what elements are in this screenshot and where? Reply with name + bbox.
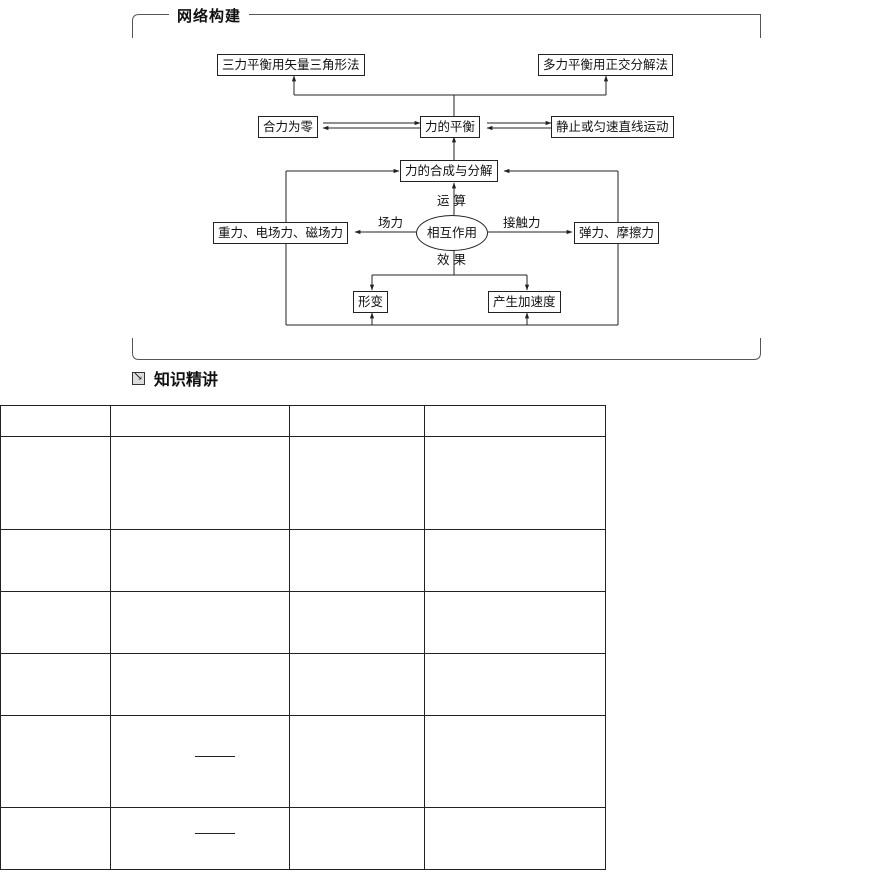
table-cell	[0, 807, 111, 870]
section-arrow-icon	[132, 369, 145, 385]
table-row	[0, 405, 606, 437]
table-cell	[0, 529, 111, 592]
rest-uniform-motion-node: 静止或匀速直线运动	[551, 116, 674, 138]
deformation-node: 形变	[353, 291, 389, 313]
orthogonal-method-node: 多力平衡用正交分解法	[538, 54, 674, 76]
table-row	[0, 529, 606, 592]
frame-border	[132, 14, 761, 360]
contact-force-label: 接触力	[503, 215, 541, 230]
effect-label: 效 果	[437, 252, 466, 267]
table-row	[0, 591, 606, 654]
acceleration-node: 产生加速度	[488, 291, 561, 313]
table-cell	[289, 591, 425, 654]
diagram-connectors	[285, 75, 619, 326]
table-cell	[110, 436, 290, 530]
table-row	[0, 807, 606, 870]
operation-label: 运 算	[437, 193, 466, 208]
table-cell	[0, 405, 111, 437]
network-title: 网络构建	[169, 5, 250, 26]
table-cell	[289, 807, 425, 870]
table-cell	[289, 436, 425, 530]
force-balance-node: 力的平衡	[420, 116, 481, 138]
knowledge-section-header: 知识精讲	[132, 366, 218, 390]
interaction-node: 相互作用	[416, 215, 488, 251]
composition-decomposition-node: 力的合成与分解	[400, 160, 498, 182]
table-cell	[110, 653, 290, 716]
table-cell	[424, 807, 606, 870]
field-forces-node: 重力、电场力、磁场力	[213, 222, 349, 244]
table-cell	[110, 591, 290, 654]
table-cell	[0, 591, 111, 654]
table-cell	[424, 436, 606, 530]
table-cell	[110, 529, 290, 592]
answer-blank	[195, 756, 235, 757]
table-cell	[424, 405, 606, 437]
table-cell	[110, 715, 290, 808]
triangle-method-node: 三力平衡用矢量三角形法	[217, 54, 365, 76]
table-cell	[0, 653, 111, 716]
table-cell	[424, 715, 606, 808]
field-force-label: 场力	[378, 215, 404, 230]
table-cell	[289, 405, 425, 437]
table-cell	[424, 653, 606, 716]
table-cell	[0, 715, 111, 808]
answer-blank	[195, 833, 235, 834]
net-force-zero-node: 合力为零	[258, 116, 319, 138]
contact-forces-node: 弹力、摩擦力	[574, 222, 660, 244]
table-cell	[110, 807, 290, 870]
table-row	[0, 715, 606, 808]
table-row	[0, 653, 606, 716]
table-cell	[289, 653, 425, 716]
table-cell	[424, 529, 606, 592]
table-row	[0, 436, 606, 530]
section-title: 知识精讲	[154, 370, 219, 389]
table-cell	[424, 591, 606, 654]
network-frame: 网络构建	[132, 5, 761, 360]
knowledge-table	[0, 405, 606, 870]
table-cell	[289, 529, 425, 592]
table-cell	[110, 405, 290, 437]
table-cell	[289, 715, 425, 808]
table-cell	[0, 436, 111, 530]
